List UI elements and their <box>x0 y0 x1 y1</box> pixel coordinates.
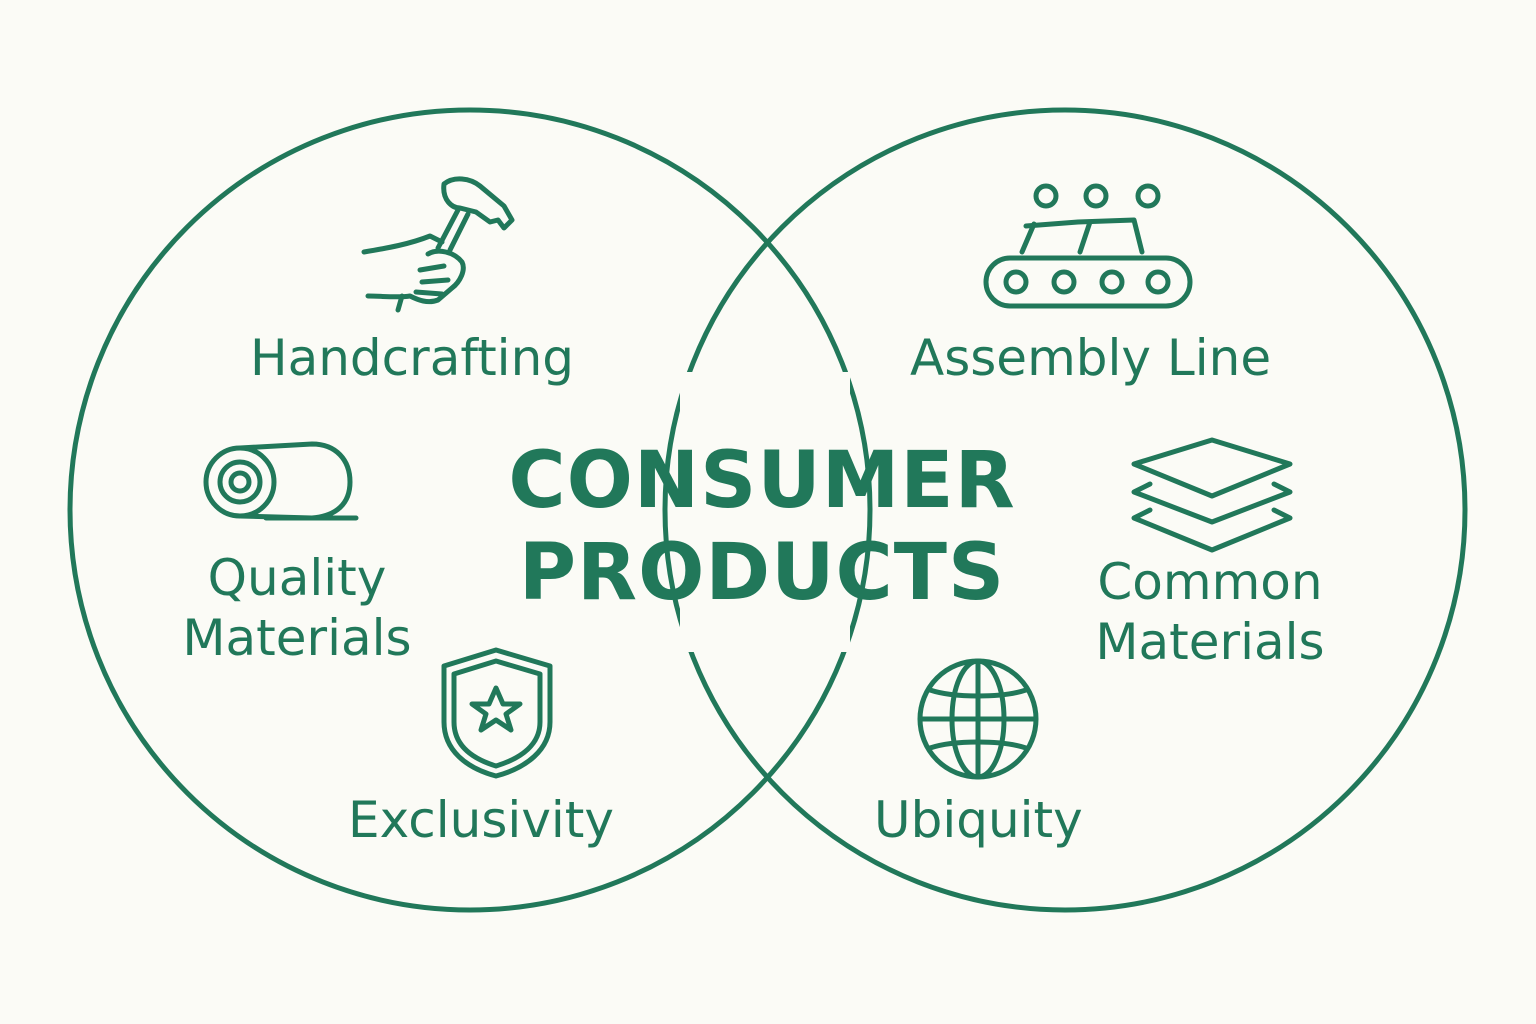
conveyor-belt-icon <box>982 180 1194 310</box>
left-circle <box>67 107 873 913</box>
label-exclusivity: Exclusivity <box>348 791 614 849</box>
center-title-line1: CONSUMER <box>508 436 1016 526</box>
shield-star-icon <box>440 646 556 780</box>
center-title: CONSUMER PRODUCTS <box>508 435 1015 619</box>
label-quality-materials-line2: Materials <box>182 609 412 667</box>
right-circle <box>662 107 1468 913</box>
fabric-roll-icon <box>202 436 362 528</box>
title-backdrop <box>680 372 850 652</box>
center-title-line2: PRODUCTS <box>518 528 1006 618</box>
hand-hammer-icon <box>358 170 528 320</box>
label-ubiquity: Ubiquity <box>874 791 1083 849</box>
label-quality-materials-line1: Quality <box>207 549 387 607</box>
label-common-materials: Common Materials <box>1095 552 1324 672</box>
label-common-materials-line1: Common <box>1097 553 1323 611</box>
label-assembly-line: Assembly Line <box>910 329 1272 387</box>
label-quality-materials: Quality Materials <box>182 548 411 668</box>
globe-icon <box>914 656 1042 782</box>
label-common-materials-line2: Materials <box>1095 613 1325 671</box>
stacked-layers-icon <box>1130 436 1296 556</box>
label-handcrafting: Handcrafting <box>250 329 574 387</box>
